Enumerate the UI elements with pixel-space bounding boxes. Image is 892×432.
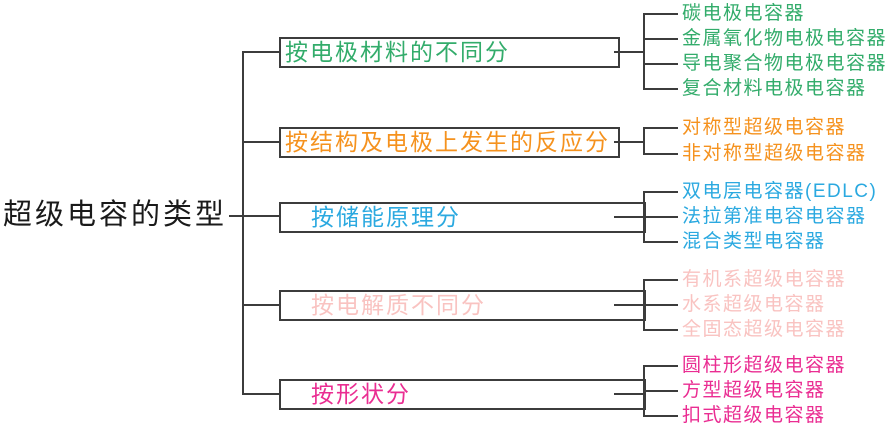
connector-leaf-stub [643,38,678,40]
connector-branch-4 [242,304,279,306]
root-node-label: 超级电容的类型 [3,199,228,231]
connector-leaf-stub [643,191,678,193]
connector-leaf-stub [643,153,678,155]
connector-box5-out [614,393,645,395]
leaf-organic-system: 有机系超级电容器 [682,269,847,290]
leaf-pseudocapacitor: 法拉第准电容电容器 [682,206,867,227]
connector-leaf-stub [643,216,678,218]
leaf-hybrid: 混合类型电容器 [682,231,826,252]
category-box-energy-storage: 按储能原理分 [279,202,646,233]
connector-branch-1 [242,51,279,53]
connector-box4-out [614,304,645,306]
connector-group2-vertical [643,127,645,155]
connector-leaf-stub [643,88,678,90]
leaf-composite-electrode: 复合材料电极电容器 [682,78,867,99]
connector-box3-out [614,216,645,218]
leaf-edlc: 双电层电容器(EDLC) [682,181,878,202]
connector-leaf-stub [643,304,678,306]
connector-branch-5 [242,393,279,395]
connector-box2-out [614,141,645,143]
leaf-carbon-electrode: 碳电极电容器 [682,3,806,24]
category-box-structure-reaction: 按结构及电极上发生的反应分 [279,127,620,158]
connector-leaf-stub [643,279,678,281]
leaf-all-solid-state: 全固态超级电容器 [682,319,847,340]
leaf-coin-type: 扣式超级电容器 [682,405,826,426]
connector-box1-out [614,51,645,53]
connector-leaf-stub [643,365,678,367]
connector-root-line [229,215,279,217]
leaf-metal-oxide-electrode: 金属氧化物电极电容器 [682,28,888,49]
connector-trunk [242,51,244,395]
connector-leaf-stub [643,241,678,243]
connector-group1-vertical [643,13,645,90]
leaf-aqueous-system: 水系超级电容器 [682,294,826,315]
leaf-prismatic: 方型超级电容器 [682,380,826,401]
leaf-cylindrical: 圆柱形超级电容器 [682,355,847,376]
connector-branch-2 [242,141,279,143]
connector-leaf-stub [643,329,678,331]
connector-leaf-stub [643,415,678,417]
leaf-conductive-polymer: 导电聚合物电极电容器 [682,53,888,74]
leaf-asymmetric: 非对称型超级电容器 [682,143,867,164]
category-box-electrolyte: 按电解质不同分 [279,290,646,321]
connector-leaf-stub [643,63,678,65]
connector-leaf-stub [643,390,678,392]
category-box-electrode-material: 按电极材料的不同分 [279,37,620,68]
leaf-symmetric: 对称型超级电容器 [682,117,847,138]
category-box-shape: 按形状分 [279,379,646,410]
connector-leaf-stub [643,127,678,129]
connector-leaf-stub [643,13,678,15]
